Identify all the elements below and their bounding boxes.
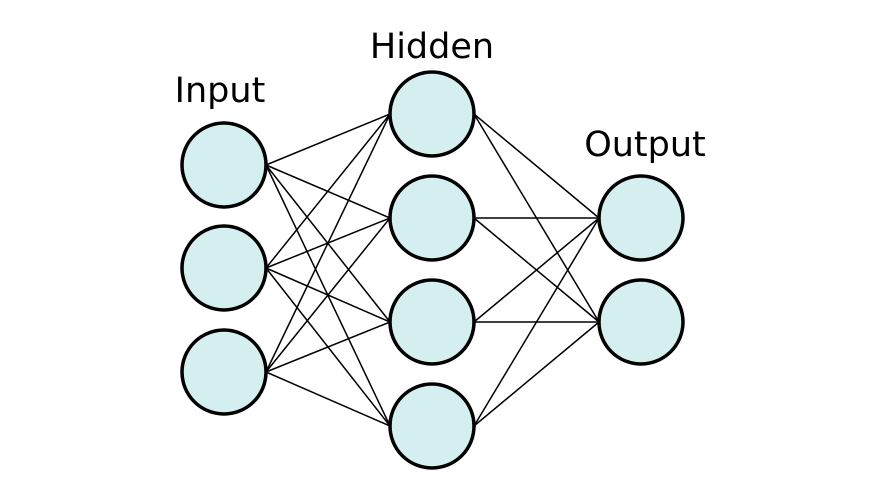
hidden-node-1 xyxy=(388,70,476,158)
edge-hidden-output xyxy=(473,113,600,219)
connection-lines xyxy=(265,113,600,427)
edge-hidden-output xyxy=(473,217,600,323)
edge-input-hidden xyxy=(265,321,391,373)
input-node-1 xyxy=(180,121,268,209)
input-node-3 xyxy=(180,328,268,416)
hidden-node-3 xyxy=(388,278,476,366)
edge-hidden-output xyxy=(473,217,600,427)
output-layer-label: Output xyxy=(584,125,706,165)
input-layer-label: Input xyxy=(175,71,266,111)
layer-nodes xyxy=(180,70,685,470)
edge-input-hidden xyxy=(265,113,391,166)
output-node-1 xyxy=(597,174,685,262)
input-node-2 xyxy=(180,224,268,312)
edge-input-hidden xyxy=(265,371,391,427)
output-node-2 xyxy=(597,278,685,366)
edge-input-hidden xyxy=(265,113,391,269)
edge-input-hidden xyxy=(265,113,391,373)
hidden-layer-label: Hidden xyxy=(370,27,494,67)
hidden-node-4 xyxy=(388,382,476,470)
hidden-node-2 xyxy=(388,174,476,262)
edge-input-hidden xyxy=(265,217,391,373)
edge-hidden-output xyxy=(473,321,600,427)
